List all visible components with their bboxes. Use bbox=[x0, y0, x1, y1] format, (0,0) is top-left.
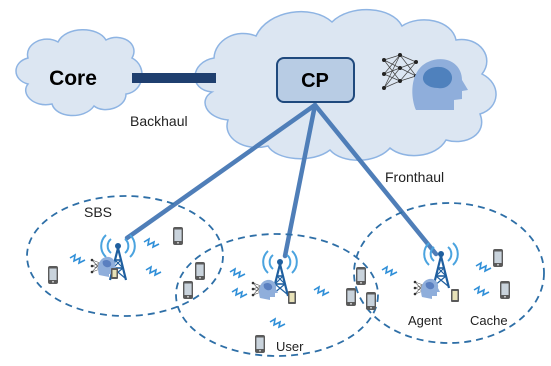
cp-box: CP bbox=[276, 57, 355, 103]
cells bbox=[26, 195, 545, 357]
wireless-signal-icon bbox=[313, 286, 330, 296]
cp-label: CP bbox=[301, 70, 329, 92]
wireless-signal-icon bbox=[381, 266, 398, 276]
phone-icon bbox=[183, 281, 193, 299]
phone-icon bbox=[255, 335, 265, 353]
backhaul-link bbox=[132, 73, 216, 83]
cache-label: Cache bbox=[470, 313, 508, 328]
wireless-signal-icon bbox=[145, 266, 162, 276]
phone-icon bbox=[493, 249, 503, 267]
wireless-signal-icon bbox=[143, 238, 160, 248]
agent-icon bbox=[251, 279, 279, 301]
cache-icon bbox=[451, 289, 459, 302]
phone-icon bbox=[366, 292, 376, 310]
cell-left bbox=[26, 195, 224, 317]
core-label: Core bbox=[49, 67, 97, 90]
wireless-signal-icon bbox=[231, 288, 248, 298]
cache-icon bbox=[288, 291, 296, 304]
phone-icon bbox=[356, 267, 366, 285]
wireless-signal-icon bbox=[475, 262, 492, 272]
fronthaul-label: Fronthaul bbox=[385, 169, 444, 185]
agent-icon bbox=[413, 278, 441, 300]
phone-icon bbox=[500, 281, 510, 299]
cell-middle bbox=[175, 233, 379, 357]
agent-label: Agent bbox=[408, 313, 442, 328]
wireless-signal-icon bbox=[229, 268, 246, 278]
wireless-signal-icon bbox=[69, 254, 86, 264]
fronthaul-links bbox=[124, 102, 439, 259]
phone-icon bbox=[346, 288, 356, 306]
brain-head-icon bbox=[412, 59, 468, 110]
phone-icon bbox=[173, 227, 183, 245]
phone-icon bbox=[48, 266, 58, 284]
wireless-signal-icon bbox=[473, 286, 490, 296]
user-label: User bbox=[276, 339, 304, 354]
phone-icon bbox=[195, 262, 205, 280]
sbs-label: SBS bbox=[84, 204, 112, 220]
wireless-signal-icon bbox=[269, 318, 286, 328]
backhaul-label: Backhaul bbox=[130, 113, 188, 129]
cell-right bbox=[353, 202, 545, 344]
cache-icon bbox=[111, 268, 118, 279]
core-cloud bbox=[15, 29, 143, 117]
